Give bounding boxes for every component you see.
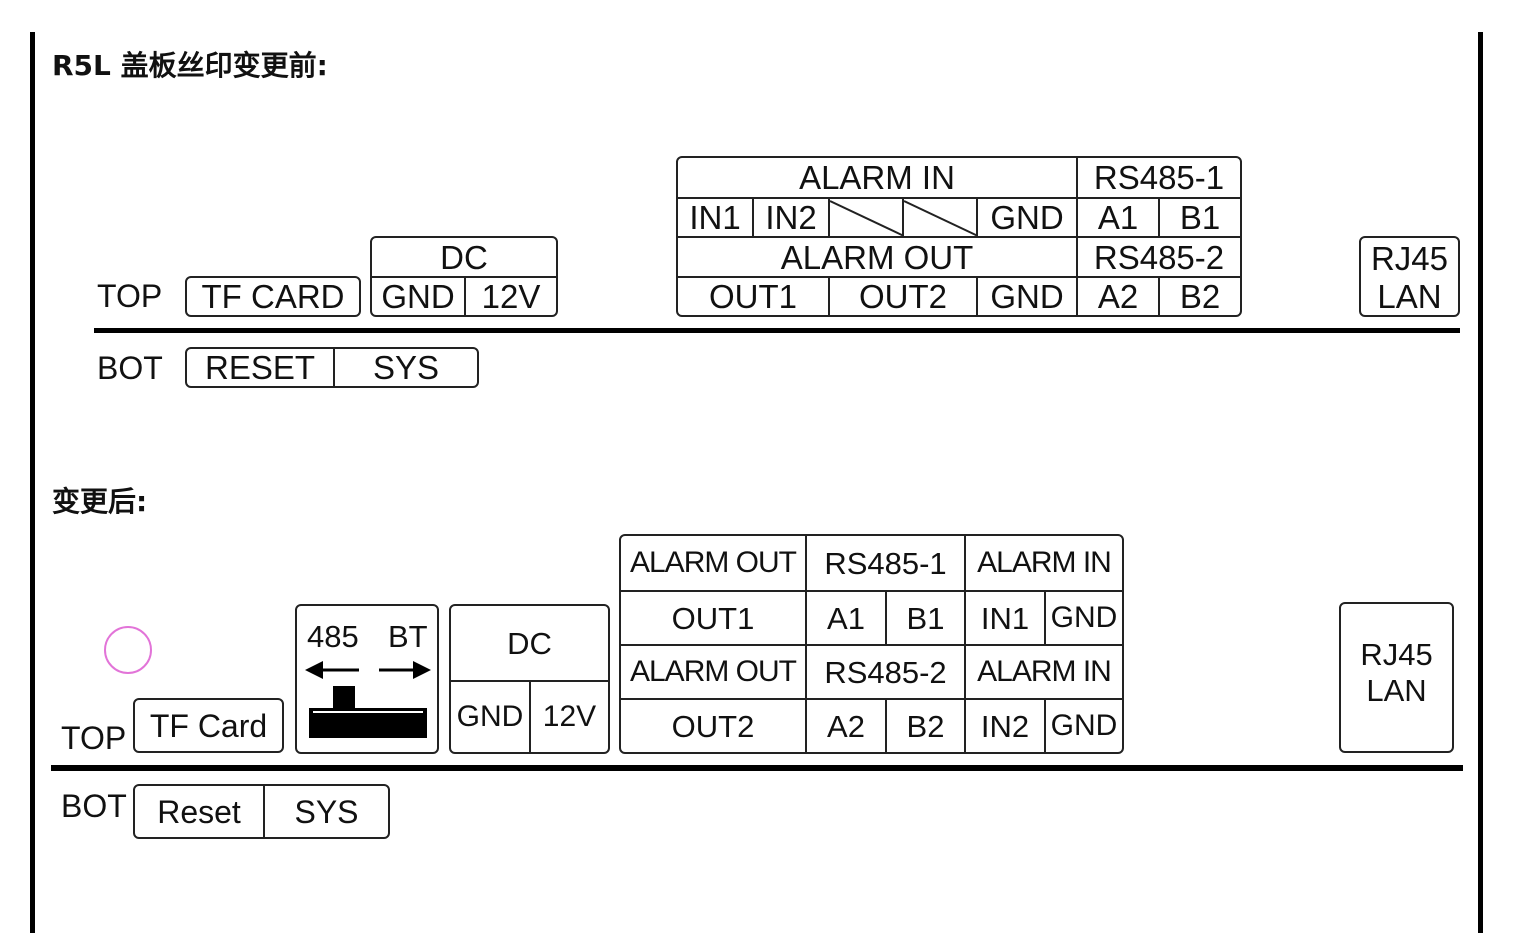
alarm-in-in2-pin: IN2: [752, 197, 828, 236]
after-485-bt-switch: 485 BT: [295, 604, 439, 754]
row2-in2-pin: IN2: [964, 698, 1044, 752]
row1-gnd-pin: GND: [1044, 590, 1122, 644]
before-io-terminal-block: ALARM IN RS485-1 IN1 IN2 GND A1 B1 ALARM…: [676, 156, 1242, 317]
switch-direction-arrows-icon: [305, 661, 431, 679]
rj45-label: RJ45: [1370, 240, 1449, 276]
rs485-1-title: RS485-1: [1076, 158, 1240, 197]
after-bottom-buttons: Reset SYS: [133, 784, 390, 839]
unused-pin-slash: [830, 200, 902, 236]
row2-alarm-in-title: ALARM IN: [964, 644, 1122, 698]
row2-rs485-2-title: RS485-2: [805, 644, 964, 698]
before-tf-card-slot: TF CARD: [185, 276, 361, 317]
reset-button: RESET: [204, 349, 316, 386]
after-top-label: TOP: [61, 720, 127, 756]
row1-in1-pin: IN1: [964, 590, 1044, 644]
right-border: [1478, 32, 1483, 933]
marker-circle: [104, 626, 152, 674]
after-io-terminal-block: ALARM OUT RS485-1 ALARM IN OUT1 A1 B1 IN…: [619, 534, 1124, 754]
row2-out2-pin: OUT2: [621, 698, 805, 752]
before-dc-connector: DC GND 12V: [370, 236, 558, 317]
row1-out1-pin: OUT1: [621, 590, 805, 644]
after-top-bottom-divider: [51, 765, 1463, 771]
alarm-out-title: ALARM OUT: [678, 236, 1076, 276]
switch-slider-track: [309, 708, 427, 738]
after-tf-card-slot: TF Card: [133, 698, 284, 753]
dc-title: DC: [440, 238, 488, 276]
before-heading: R5L 盖板丝印变更前:: [52, 49, 328, 82]
alarm-out-out1-pin: OUT1: [678, 276, 828, 315]
row1-alarm-out-title: ALARM OUT: [629, 546, 797, 579]
alarm-out-out2-pin: OUT2: [828, 276, 976, 315]
switch-485-label: 485: [307, 619, 359, 654]
row1-rs485-1-title: RS485-1: [805, 536, 964, 590]
row2-a2-pin: A2: [805, 698, 885, 752]
dc-gnd-pin: GND: [372, 276, 464, 315]
before-rj45-port: RJ45 LAN: [1359, 236, 1460, 317]
switch-bt-label: BT: [388, 619, 428, 654]
rs485-1-b1-pin: B1: [1158, 197, 1240, 236]
after-bot-label: BOT: [61, 788, 127, 824]
alarm-in-title: ALARM IN: [799, 159, 955, 196]
unused-pin-slash: [904, 200, 976, 236]
lan-label: LAN: [1366, 672, 1427, 708]
after-dc-connector: DC GND 12V: [449, 604, 610, 754]
sys-button: SYS: [263, 786, 388, 837]
rj45-label: RJ45: [1360, 636, 1433, 672]
row2-gnd-pin: GND: [1044, 698, 1122, 752]
dc-12v-pin: 12V: [464, 276, 556, 315]
alarm-in-in1-pin: IN1: [678, 197, 752, 236]
reset-button: Reset: [157, 793, 241, 830]
rs485-2-b2-pin: B2: [1158, 276, 1240, 315]
left-border: [30, 32, 35, 933]
rs485-2-title: RS485-2: [1076, 236, 1240, 276]
sys-button: SYS: [333, 349, 477, 386]
dc-12v-pin: 12V: [529, 680, 608, 752]
row1-alarm-in-title: ALARM IN: [964, 536, 1122, 590]
dc-title: DC: [507, 625, 552, 661]
lan-label: LAN: [1377, 278, 1442, 314]
alarm-in-gnd-pin: GND: [976, 197, 1076, 236]
row2-b2-pin: B2: [885, 698, 964, 752]
row1-b1-pin: B1: [885, 590, 964, 644]
row1-a1-pin: A1: [805, 590, 885, 644]
rs485-2-a2-pin: A2: [1076, 276, 1158, 315]
unused-pin-3: [828, 197, 902, 236]
before-bottom-buttons: RESET SYS: [185, 347, 479, 388]
before-top-label: TOP: [97, 278, 163, 314]
dc-gnd-pin: GND: [451, 680, 529, 752]
after-heading: 变更后:: [52, 485, 148, 518]
before-top-bottom-divider: [94, 328, 1460, 333]
switch-knob: [333, 686, 355, 710]
row2-alarm-out-title: ALARM OUT: [621, 644, 805, 698]
tf-card-label: TF CARD: [201, 278, 345, 315]
rs485-1-a1-pin: A1: [1076, 197, 1158, 236]
unused-pin-4: [902, 197, 976, 236]
alarm-out-gnd-pin: GND: [976, 276, 1076, 315]
after-rj45-port: RJ45 LAN: [1339, 602, 1454, 753]
before-bot-label: BOT: [97, 350, 163, 386]
tf-card-label: TF Card: [149, 707, 268, 744]
